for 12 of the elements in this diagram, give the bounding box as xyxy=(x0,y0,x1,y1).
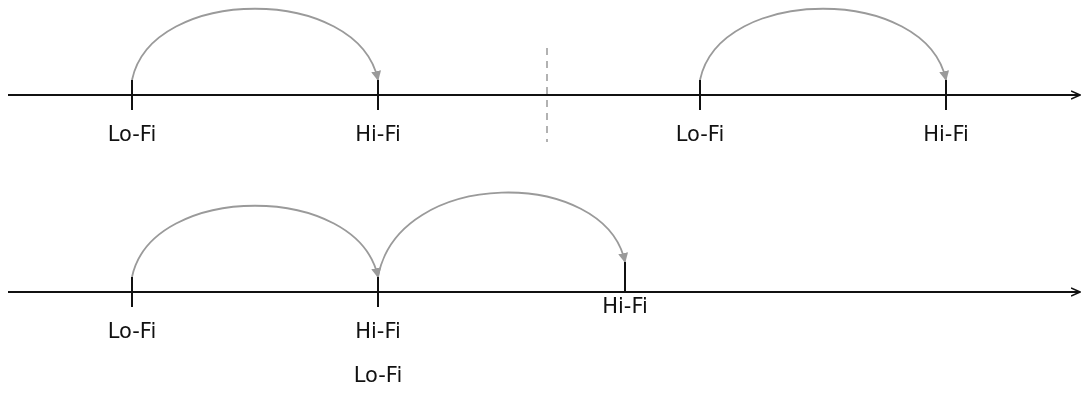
phase-label: Lo-Fi xyxy=(353,363,403,387)
phase-label: Hi-Fi xyxy=(602,294,648,318)
arc-arrow xyxy=(131,204,380,278)
phase-label: Hi-Fi xyxy=(355,122,401,146)
arc-arrow xyxy=(131,7,380,81)
arc-arrow xyxy=(377,191,627,278)
phase-label: Lo-Fi xyxy=(107,122,157,146)
phase-label: Lo-Fi xyxy=(107,319,157,343)
phase-label: Lo-Fi xyxy=(675,122,725,146)
phase-label: Hi-Fi xyxy=(923,122,969,146)
phase-label: Hi-Fi xyxy=(355,319,401,343)
arc-arrow xyxy=(699,7,948,81)
